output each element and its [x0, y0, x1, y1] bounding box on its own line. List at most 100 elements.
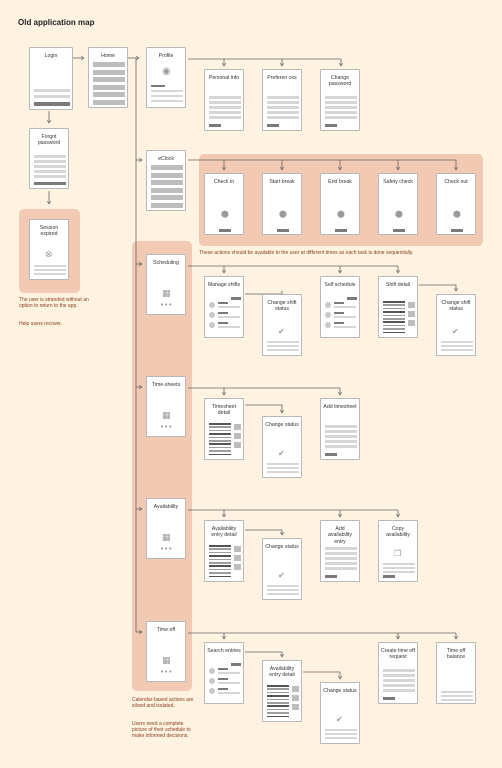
- screen-label: Preferen ces: [267, 75, 297, 81]
- menu-item: [151, 172, 183, 178]
- screen-label: Profile: [158, 53, 174, 59]
- screen-label: Personal info: [208, 75, 240, 81]
- menu-item: [151, 187, 183, 193]
- check-icon: ✔: [336, 715, 343, 724]
- screen-card-login[interactable]: Login: [29, 47, 73, 110]
- detail-line: [383, 314, 405, 317]
- screen-label: Shift detail: [385, 282, 411, 288]
- screen-card-profile[interactable]: Profile◉: [146, 47, 186, 108]
- screen-label: Change status: [265, 422, 299, 428]
- screen-card-search-entries[interactable]: Search entries: [204, 642, 244, 704]
- screen-card-timesheets[interactable]: Time-sheets▦•••: [146, 376, 186, 437]
- list-title: [218, 688, 228, 690]
- screen-card-change-shift-status-1[interactable]: Change shift status✔: [262, 294, 302, 356]
- screen-label: Availability: [153, 504, 179, 510]
- detail-line: [209, 568, 231, 571]
- submit-button: [383, 697, 395, 700]
- screen-card-timesheet-detail[interactable]: Timesheet detail: [204, 398, 244, 460]
- form-field: [325, 562, 357, 565]
- detail-line: [383, 324, 405, 327]
- menu-item: [93, 92, 125, 97]
- screen-label: eClock: [158, 156, 174, 162]
- screen-card-add-avail-entry[interactable]: Add availability entry: [320, 520, 360, 582]
- screen-card-create-time-off[interactable]: Create time off request: [378, 642, 418, 704]
- screen-card-avail-entry-detail[interactable]: Availability entry detail: [204, 520, 244, 582]
- screen-card-check-out[interactable]: Check out⬤: [436, 173, 476, 235]
- screen-card-start-break[interactable]: Start break⬤: [262, 173, 302, 235]
- screen-card-safety-check[interactable]: Safety check⬤: [378, 173, 418, 235]
- more-icon: •••: [160, 668, 173, 676]
- screen-card-shift-detail[interactable]: Shift detail: [378, 276, 418, 338]
- text-line: [383, 571, 415, 573]
- screen-label: Safety check: [383, 179, 413, 185]
- location-pin-icon: ⬤: [337, 210, 345, 218]
- screen-card-home[interactable]: Home: [88, 47, 128, 108]
- screen-label: Search entries: [207, 648, 241, 654]
- screen-label: Manage shifts: [207, 282, 241, 288]
- screen-label: Change shift status: [267, 300, 297, 313]
- screen-card-session[interactable]: Session expired⊗: [29, 219, 69, 280]
- screen-card-self-schedule[interactable]: Self schedule: [320, 276, 360, 338]
- screen-card-end-break[interactable]: End break⬤: [320, 173, 360, 235]
- calendar-highlight: [132, 241, 192, 691]
- text-line: [267, 463, 299, 465]
- copy-icon: ❐: [394, 549, 402, 558]
- calendar-icon: ▦: [162, 411, 171, 421]
- screen-card-availability[interactable]: Availability▦•••: [146, 498, 186, 559]
- text-line: [441, 341, 473, 343]
- form-field: [383, 674, 415, 677]
- detail-block: [234, 564, 241, 570]
- detail-line: [209, 558, 231, 561]
- screen-card-check-in[interactable]: Check in⬤: [204, 173, 244, 235]
- submit-button: [325, 575, 337, 578]
- screen-card-eclock[interactable]: eClock: [146, 150, 186, 211]
- calendar-icon: ▦: [162, 656, 171, 666]
- screen-label: Availability entry detail: [269, 666, 295, 679]
- detail-line: [267, 698, 289, 701]
- screen-label: Login: [44, 53, 58, 59]
- action-button: [335, 229, 347, 232]
- detail-line: [383, 301, 405, 303]
- error-icon: ⊗: [45, 250, 53, 260]
- note-complete-picture: Users need a complete picture of their s…: [132, 721, 191, 740]
- screen-card-change-shift-status-2[interactable]: Change shift status✔: [436, 294, 476, 356]
- screen-card-manage-shifts[interactable]: Manage shifts: [204, 276, 244, 338]
- screen-card-change-password[interactable]: Change password: [320, 69, 360, 131]
- detail-block: [234, 546, 241, 552]
- menu-item: [93, 62, 125, 67]
- form-field: [325, 440, 357, 443]
- text-line: [267, 585, 299, 587]
- detail-block: [408, 311, 415, 317]
- screen-card-time-off[interactable]: Time off▦•••: [146, 621, 186, 682]
- check-icon: ✔: [452, 327, 459, 336]
- screen-label: Availability entry detail: [211, 526, 237, 539]
- detail-line: [383, 304, 405, 306]
- detail-block: [234, 555, 241, 561]
- form-field: [209, 101, 241, 104]
- screen-card-preferences[interactable]: Preferen ces: [262, 69, 302, 131]
- screen-card-copy-availability[interactable]: Copy availability ❐: [378, 520, 418, 582]
- detail-block: [292, 704, 299, 710]
- form-field: [325, 101, 357, 104]
- screen-label: Change status: [265, 544, 299, 550]
- list-avatar: [209, 668, 215, 674]
- screen-card-ts-change-status[interactable]: Change status✔: [262, 416, 302, 478]
- screen-label: Time off balance: [446, 648, 466, 661]
- list-avatar: [209, 322, 215, 328]
- screen-card-av-change-status[interactable]: Change status✔: [262, 538, 302, 600]
- detail-line: [209, 551, 231, 554]
- screen-card-personal[interactable]: Personal info: [204, 69, 244, 131]
- text-line: [267, 467, 299, 469]
- detail-line: [383, 328, 405, 330]
- screen-card-add-timesheet[interactable]: Add timesheet: [320, 398, 360, 460]
- screen-card-forgot[interactable]: Forgot password: [29, 128, 69, 189]
- screen-card-to-avail-entry-detail[interactable]: Availability entry detail: [262, 660, 302, 722]
- screen-card-time-off-balance[interactable]: Time off balance: [436, 642, 476, 704]
- list-title: [218, 302, 228, 304]
- screen-card-scheduling[interactable]: Scheduling▦•••: [146, 254, 186, 315]
- screen-card-to-change-status[interactable]: Change status✔: [320, 682, 360, 744]
- detail-line: [383, 321, 405, 323]
- screen-label: Copy availability: [386, 526, 410, 539]
- screen-label: Change password: [328, 75, 352, 88]
- form-field: [325, 547, 357, 550]
